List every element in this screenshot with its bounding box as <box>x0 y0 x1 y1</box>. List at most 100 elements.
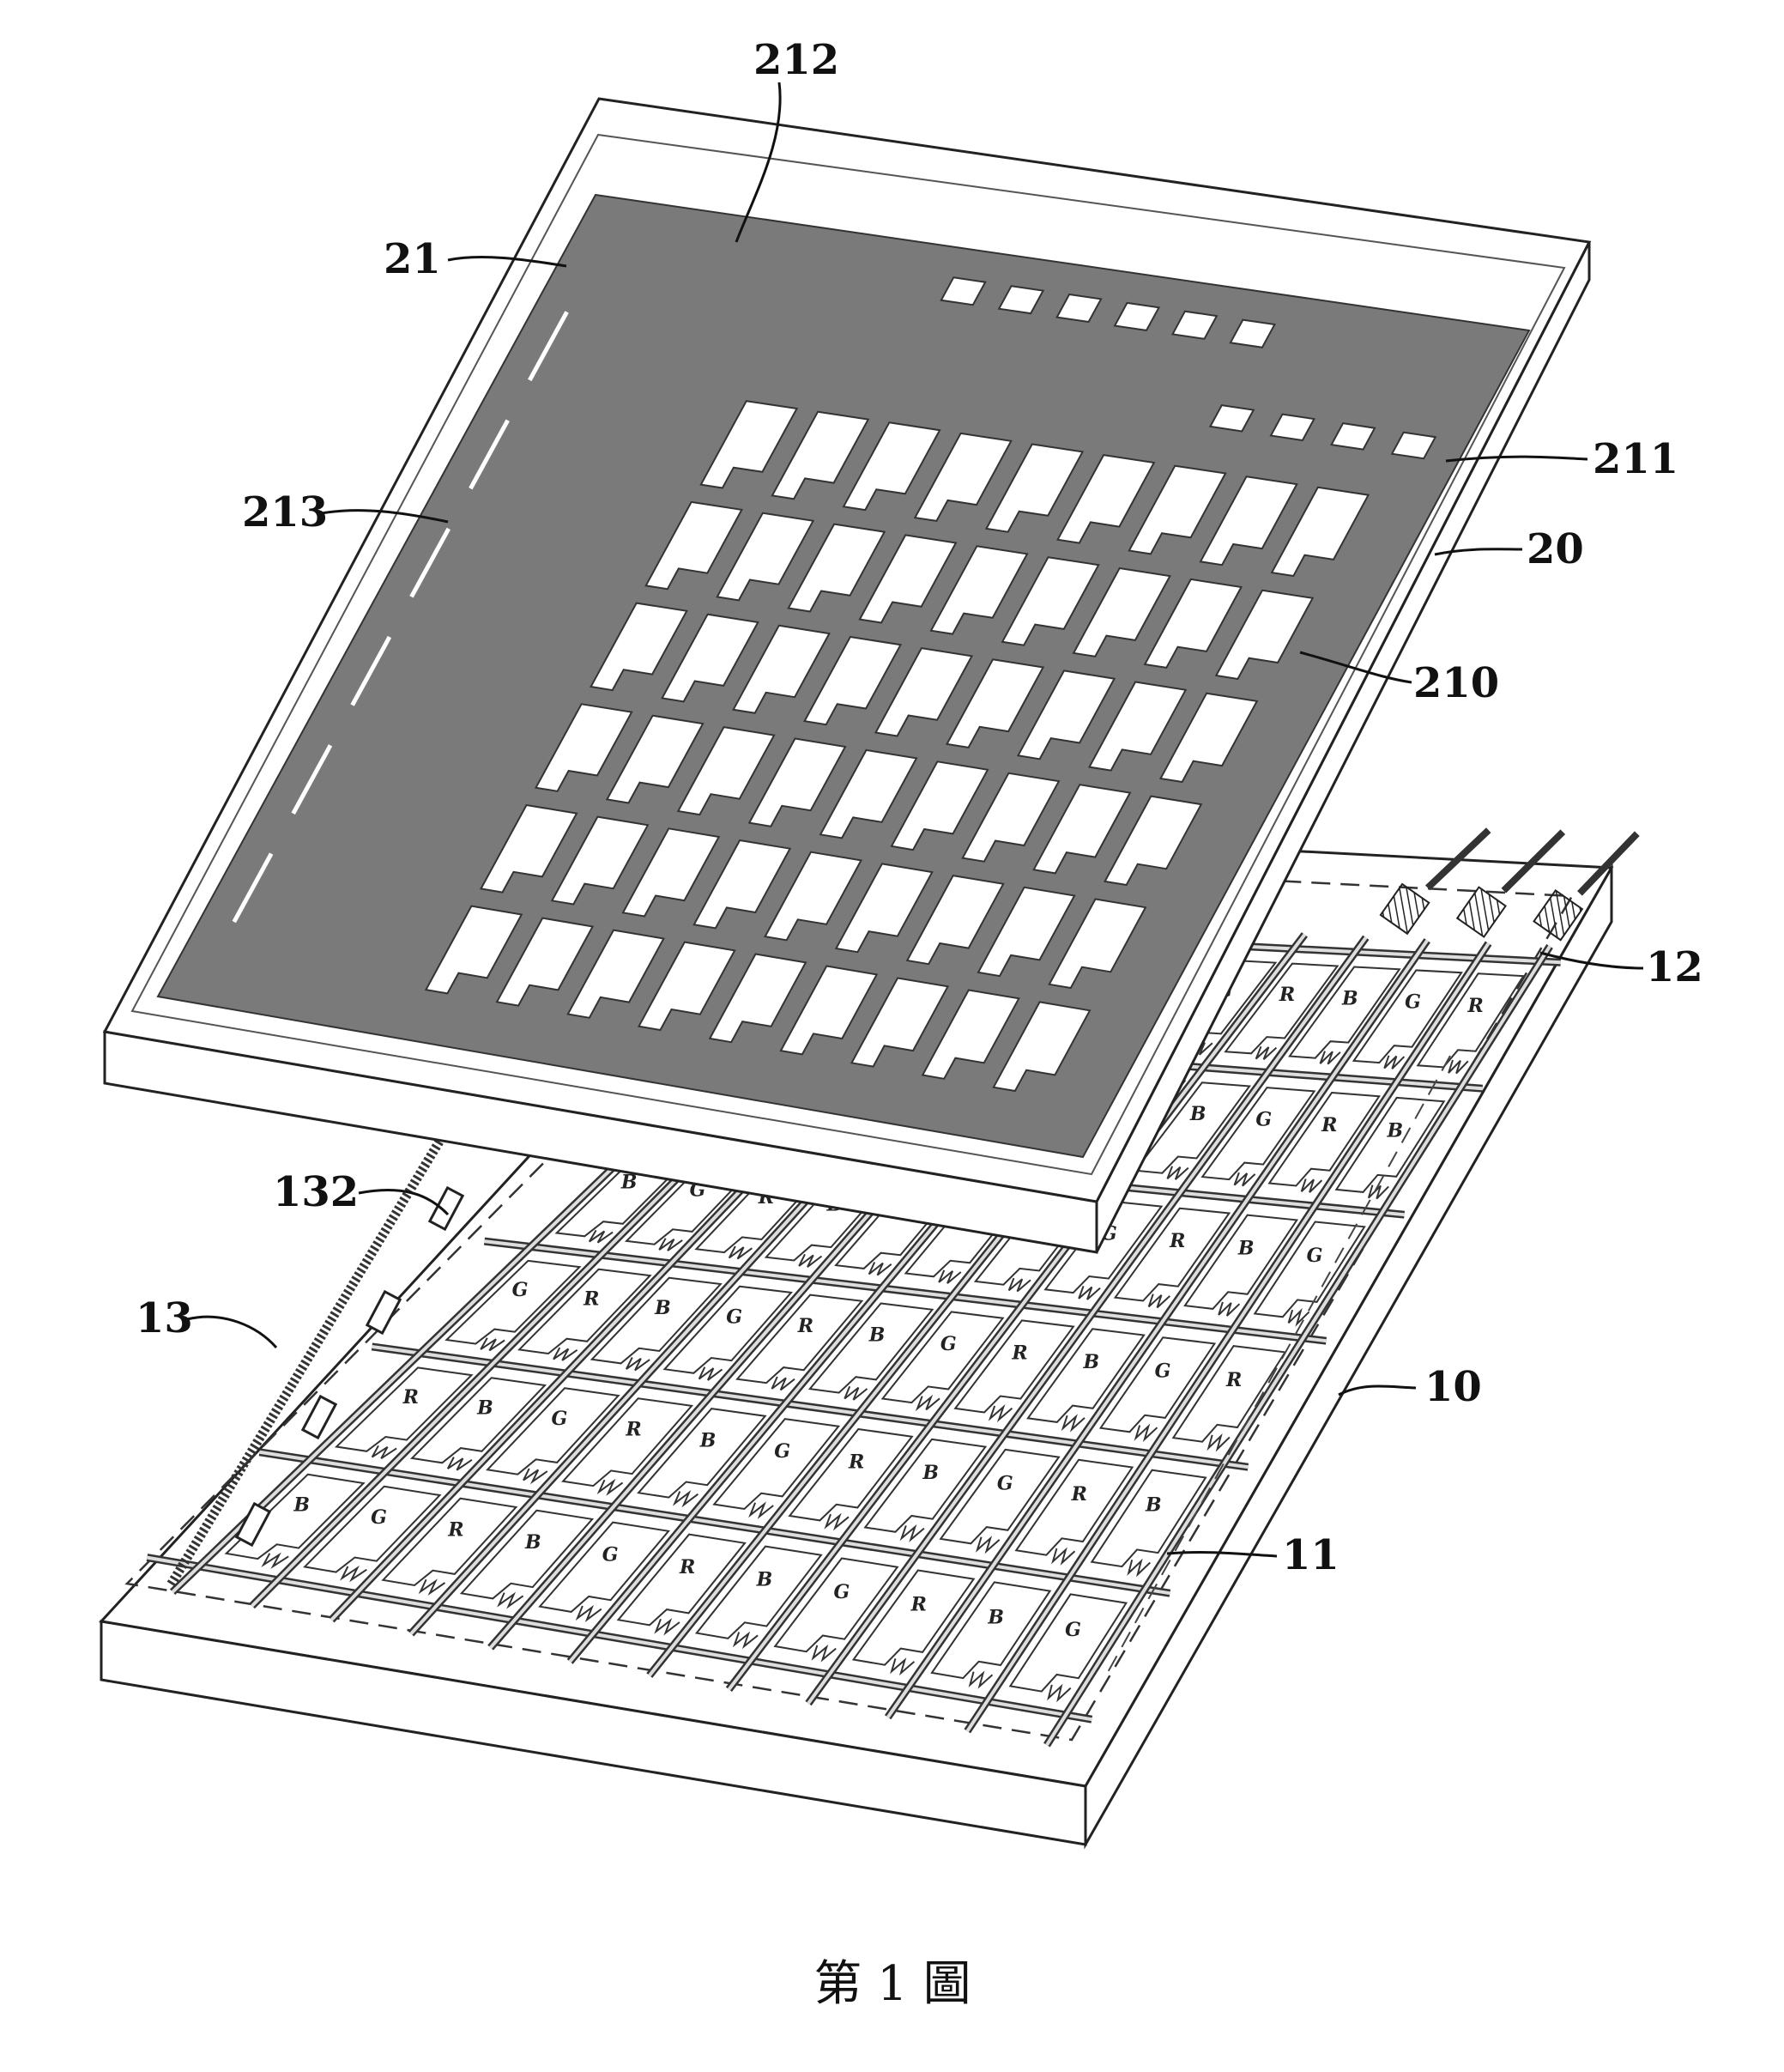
subpixel-electrode <box>517 1268 652 1355</box>
subpixel-letter: G <box>1155 1360 1171 1383</box>
subpixel-electrode <box>953 1319 1075 1414</box>
subpixel-letter: B <box>1145 1494 1162 1517</box>
subpixel-letter: B <box>524 1531 541 1554</box>
mask-openings <box>232 276 1437 1093</box>
label-12: 12 <box>1646 943 1703 991</box>
slit-opening-213 <box>350 635 392 706</box>
subpixel-letter: B <box>1237 1237 1255 1259</box>
subpixel-letter: B <box>1189 1103 1206 1125</box>
alignment-mark-211 <box>1269 413 1315 442</box>
subpixel-electrode <box>1043 1200 1164 1294</box>
left-bus-13 <box>166 1139 444 1589</box>
tft-switch <box>698 1366 723 1381</box>
connector-lead <box>1577 831 1640 896</box>
data-line-core <box>886 939 1429 1718</box>
mask-plate <box>102 97 1592 1254</box>
subpixel-letter: B <box>922 1462 939 1484</box>
subpixel-electrode <box>410 1377 547 1464</box>
mask-opening-210 <box>771 410 870 500</box>
mask-opening-210 <box>621 827 721 918</box>
subpixel-electrode <box>807 1302 934 1394</box>
mask-opening-210 <box>842 421 941 512</box>
subpixel-letter: B <box>293 1493 310 1516</box>
mask-opening-210 <box>819 748 918 839</box>
subpixel-electrode <box>459 1509 595 1600</box>
inner-boundary-dash <box>1106 1055 1451 1675</box>
mask-opening-210 <box>716 512 815 602</box>
connector-lead <box>1501 829 1566 894</box>
tft-switch <box>596 1478 624 1496</box>
tft-switch <box>1078 1286 1101 1300</box>
subpixel-letter: G <box>512 1279 529 1301</box>
mask-opening-210 <box>637 941 736 1032</box>
tft-switch <box>261 1552 289 1569</box>
tft-switch <box>1134 1423 1158 1443</box>
tft-switch <box>1051 1547 1076 1566</box>
subpixel-electrode <box>1416 972 1526 1069</box>
tft-switch <box>915 1394 940 1412</box>
alignment-mark-212 <box>1170 310 1219 340</box>
tft-switch <box>868 1262 892 1276</box>
mask-opening-210 <box>732 624 831 714</box>
subpixel-letter: G <box>602 1543 619 1566</box>
mask-opening-210 <box>1128 464 1227 555</box>
mask-opening-210 <box>984 443 1085 533</box>
subpixel-electrode <box>1352 969 1463 1064</box>
tft-switch <box>1319 1051 1341 1065</box>
mask-opening-210 <box>874 647 974 737</box>
label-210: 210 <box>1413 659 1499 707</box>
subpixel-letter: B <box>620 1172 638 1194</box>
mask-opening-210 <box>550 815 650 906</box>
subpixel-letter: R <box>1467 995 1484 1017</box>
subpixel-electrode <box>444 1259 582 1345</box>
mask-opening-210 <box>858 534 958 624</box>
subpixel-electrode <box>303 1485 442 1573</box>
label-20: 20 <box>1527 525 1584 573</box>
tft-switch <box>1233 1172 1256 1187</box>
subpixel-letter: B <box>654 1297 671 1319</box>
subpixel-letter: R <box>679 1556 695 1578</box>
bottom-substrate-side-face <box>1084 863 1613 1850</box>
tft-switch <box>523 1468 548 1485</box>
subpixel-letter: R <box>848 1451 864 1473</box>
leader-12 <box>1539 951 1644 970</box>
mask-opening-210 <box>644 500 743 591</box>
slit-opening-213 <box>528 311 569 382</box>
subpixel-electrode <box>880 1311 1005 1404</box>
pad-132 <box>300 1394 338 1440</box>
subpixel-letter: B <box>476 1397 493 1420</box>
alignment-mark-212 <box>1055 293 1103 324</box>
reference-labels: 212 21 211 213 20 210 12 132 13 10 11 <box>136 36 1703 1579</box>
mask-opening-210 <box>692 839 792 930</box>
tft-switch <box>588 1229 614 1244</box>
tft-switch <box>798 1253 823 1268</box>
tft-switch <box>968 1670 994 1689</box>
mask-opening-210 <box>834 863 934 954</box>
subpixel-letter: B <box>987 1606 1004 1628</box>
pad-132 <box>234 1501 272 1548</box>
subpixel-letter: R <box>1321 1114 1337 1136</box>
tft-switch <box>1206 1433 1231 1452</box>
tft-switch <box>1255 1045 1278 1061</box>
leader-20 <box>1434 548 1523 556</box>
mask-opening-210 <box>977 886 1076 978</box>
mask-opening-210 <box>590 602 688 692</box>
subpixel-electrode <box>1113 1207 1231 1302</box>
tft-switch <box>672 1490 699 1508</box>
subpixel-letter: G <box>1255 1109 1272 1131</box>
tft-switch <box>938 1269 962 1284</box>
subpixel-electrode <box>1288 966 1401 1059</box>
tft-switch <box>1047 1683 1072 1703</box>
hatched-connector <box>1379 882 1430 936</box>
tft-switch <box>890 1657 916 1676</box>
tft-switch <box>728 1245 753 1260</box>
subpixel-electrode <box>735 1293 864 1384</box>
subpixel-letter: B <box>1082 1351 1099 1373</box>
subpixel-letter: B <box>1387 1120 1404 1142</box>
leader-10 <box>1338 1384 1417 1396</box>
subpixel-electrode <box>662 1285 794 1374</box>
subpixel-letter: B <box>1341 987 1358 1009</box>
subpixel-electrode <box>939 1448 1061 1545</box>
tft-switch <box>553 1347 578 1361</box>
